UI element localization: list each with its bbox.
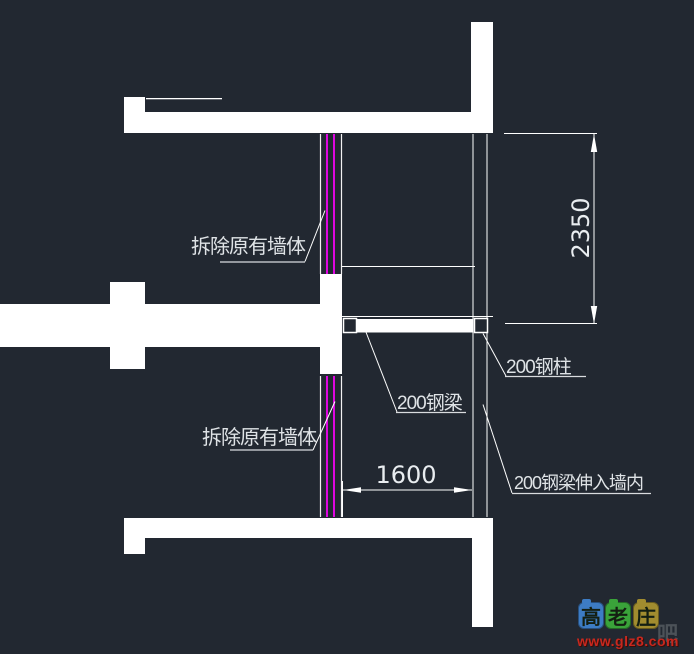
label-steel-column: 200钢柱 [506,357,572,378]
leader-steel-beam [363,326,398,413]
wall-mid-block [320,274,342,374]
dim-2350-arrow-up [590,134,598,152]
dim-1600-arrow-right [454,487,472,493]
wall-bottom-right-strip [472,538,493,627]
wall-bottom-left-block [124,518,145,554]
dim-text-2350: 2350 [567,197,595,259]
label-steel-beam-into-wall: 200钢梁伸入墙内 [514,473,644,493]
dim-text-1600: 1600 [375,461,437,489]
wall-top-band [145,112,472,133]
steel-beam-fill [357,319,473,333]
wall-top-edge-line [146,98,222,100]
watermark-tile-gold: 庄 [633,599,659,629]
leader-demolish-lower [312,401,336,451]
leader-demolish-upper [304,210,326,262]
leader-steel-beam-into-wall [482,404,513,494]
dim-2350-arrow-down [590,306,598,324]
watermark-url: www.glz8.com [577,633,679,649]
wall-bottom-band [124,518,493,538]
watermark-suffix: 吧 [657,623,678,646]
watermark-logo: 高 老 庄 吧 www.glz8.com [570,596,694,652]
wall-top-right [471,22,493,133]
steel-beam-end-plate [342,317,358,334]
leader-steel-column [482,333,507,377]
watermark-tile-green: 老 [605,599,631,629]
steel-column-section [473,317,489,334]
wall-mid-cross-column [110,282,145,369]
wall-mid-left-band [0,304,320,347]
wall-top-left-block [124,97,145,133]
watermark-tile-blue: 高 [578,599,604,629]
label-demolish-upper: 拆除原有墙体 [191,236,306,258]
label-demolish-lower: 拆除原有墙体 [202,427,317,449]
dim-1600-arrow-left [343,487,361,493]
label-steel-beam: 200钢梁 [397,393,463,414]
